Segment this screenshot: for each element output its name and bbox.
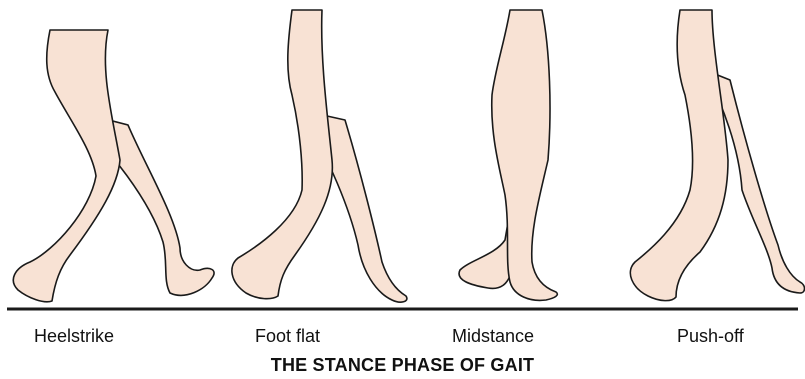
phase-label-midstance: Midstance [452, 326, 534, 347]
legs-push-off [630, 10, 804, 301]
gait-illustration [0, 0, 805, 312]
phase-label-foot-flat: Foot flat [255, 326, 320, 347]
phase-label-push-off: Push-off [677, 326, 744, 347]
legs-heelstrike [13, 30, 214, 302]
legs-midstance [459, 10, 557, 300]
figure-caption: THE STANCE PHASE OF GAIT [0, 355, 805, 376]
phase-label-heelstrike: Heelstrike [34, 326, 114, 347]
legs-foot-flat [232, 10, 407, 302]
